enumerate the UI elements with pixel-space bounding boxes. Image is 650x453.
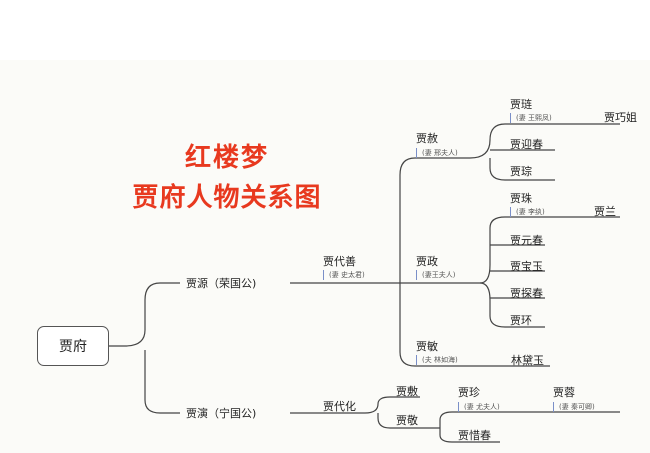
chart-subtitle: 贾府人物关系图 <box>132 183 322 213</box>
connector-daihua-jing <box>377 413 440 429</box>
node-jia-lan: 贾兰 <box>594 205 616 218</box>
connector-root-ning <box>144 350 180 414</box>
node-jia-yan: 贾演（宁国公) <box>186 407 257 420</box>
connector-jing-zhen <box>439 411 620 428</box>
note-zheng-spouse: (妻王夫人) <box>416 270 455 280</box>
connector-daishan-trunk <box>399 157 440 283</box>
connector-she-down <box>489 158 555 181</box>
note-min-spouse: (夫 林如海) <box>416 355 458 365</box>
note-daishan-spouse: (妻 史太君) <box>323 270 365 280</box>
node-jia-xichun: 贾惜春 <box>458 429 491 442</box>
node-jia-zhu: 贾珠 <box>510 192 532 205</box>
node-jia-yingchun: 贾迎春 <box>510 138 543 151</box>
node-lin-daiyu: 林黛玉 <box>511 354 544 367</box>
chart-title: 红楼梦 <box>184 143 269 173</box>
node-jia-baoyu: 贾宝玉 <box>510 260 543 273</box>
node-jia-fu: 贾敷 <box>396 385 418 398</box>
diagram-canvas <box>0 60 650 453</box>
node-jia-huan: 贾环 <box>510 314 532 327</box>
node-jia-lian: 贾琏 <box>510 98 532 111</box>
node-jia-qiaojie: 贾巧姐 <box>604 111 637 124</box>
node-jia-tanchun: 贾探春 <box>510 287 543 300</box>
connector-zheng-up <box>479 216 620 284</box>
node-jia-jing: 贾敬 <box>396 414 418 427</box>
node-jia-daishan: 贾代善 <box>323 255 356 268</box>
node-jia-rong: 贾蓉 <box>553 386 575 399</box>
node-jia-cong: 贾琮 <box>510 165 532 178</box>
note-zhen-spouse: (妻 尤夫人) <box>458 402 500 412</box>
note-lian-spouse: (妻 王熙凤) <box>510 113 552 123</box>
note-rong-spouse: (妻 秦可卿) <box>553 402 595 412</box>
root-node: 贾府 <box>37 326 109 366</box>
note-zhu-spouse: (妻 李纨) <box>510 207 545 217</box>
node-jia-min: 贾敏 <box>416 340 438 353</box>
node-jia-zhen: 贾珍 <box>458 386 480 399</box>
note-she-spouse: (妻 邢夫人) <box>416 148 458 158</box>
node-jia-daihua: 贾代化 <box>323 400 356 413</box>
node-jia-yuan: 贾源（荣国公) <box>186 277 257 290</box>
node-jia-zheng: 贾政 <box>416 255 438 268</box>
connector-jing-xichun <box>439 428 500 443</box>
node-jia-yuanchun: 贾元春 <box>510 234 543 247</box>
node-jia-she: 贾赦 <box>416 132 438 145</box>
connector-daishan-min <box>399 283 440 367</box>
connector-she-lian <box>440 123 620 159</box>
connector-daihua <box>320 396 420 414</box>
connector-root <box>109 282 180 347</box>
connector-zheng-down <box>479 282 545 328</box>
